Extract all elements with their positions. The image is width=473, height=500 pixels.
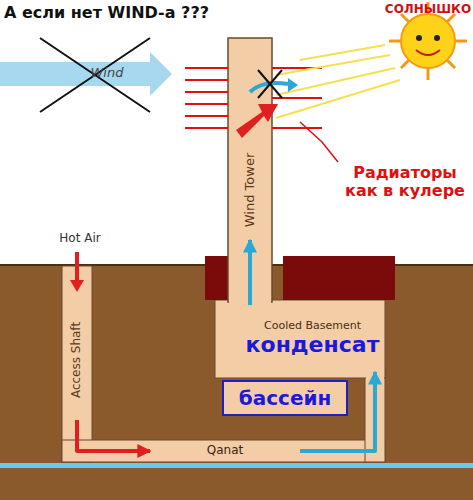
title: А если нет WIND-а ??? bbox=[4, 4, 209, 22]
radiator-note: Радиаторы как в кулере bbox=[340, 164, 470, 201]
basement bbox=[215, 300, 385, 378]
hot-air-arrow bbox=[75, 252, 79, 282]
tunnel-box: Qanat bbox=[150, 441, 300, 461]
ground bbox=[0, 265, 473, 500]
cross bbox=[258, 70, 282, 98]
node-title: бассейн bbox=[239, 387, 332, 410]
arrow-head bbox=[70, 280, 84, 292]
cross bbox=[40, 38, 150, 112]
node-note: конденсат bbox=[246, 332, 380, 357]
node-title: Qanat bbox=[207, 444, 243, 458]
node-title: Cooled Basement bbox=[264, 320, 361, 333]
hot-air-label: Hot Air bbox=[50, 232, 110, 246]
pool-box: бассейн bbox=[222, 380, 348, 416]
node-title: Access Shaft bbox=[70, 322, 84, 398]
water-line bbox=[0, 463, 473, 468]
flow-arrow bbox=[248, 240, 252, 305]
wind-label: Wind bbox=[82, 66, 132, 81]
leader-line bbox=[300, 122, 338, 162]
wind-tower-box: Wind Tower bbox=[230, 140, 270, 240]
sun-label: СОЛНЫШКО bbox=[384, 3, 472, 17]
hot-air-arrow bbox=[236, 104, 278, 138]
sun-rays bbox=[276, 45, 400, 118]
arrow-head bbox=[288, 78, 298, 92]
cross bbox=[40, 38, 150, 112]
roof bbox=[283, 256, 395, 300]
flow-arrow bbox=[77, 420, 150, 451]
shaft-box: Access Shaft bbox=[64, 300, 90, 420]
node-title: Wind Tower bbox=[243, 153, 258, 227]
basement-box: Cooled Basementконденсат bbox=[240, 305, 385, 372]
cross bbox=[258, 70, 282, 98]
wind-arrow bbox=[0, 52, 172, 96]
